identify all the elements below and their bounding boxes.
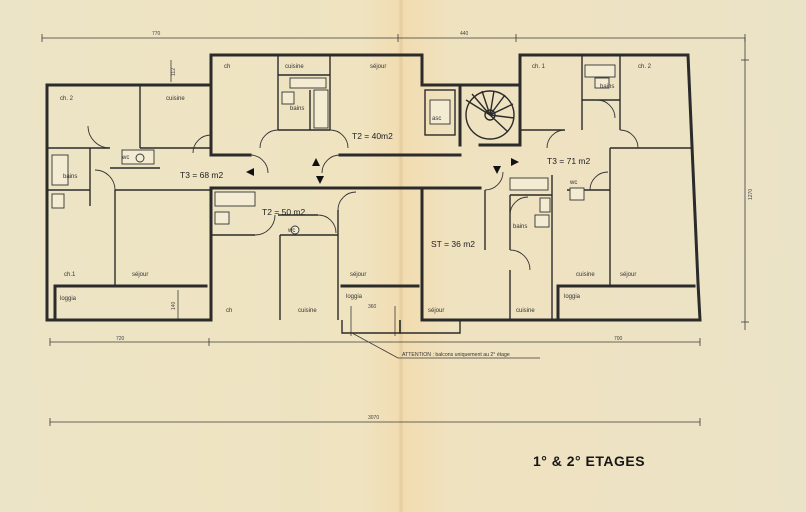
room-bains-top: bains [290,106,304,112]
entry-arrow-studio [493,166,501,174]
apartment-labels: T3 = 68 m2 T2 = 40m2 T2 = 50 m2 ST = 36 … [180,131,591,249]
room-wc-mid: wc [287,228,295,234]
room-ch1-right: ch. 1 [532,64,546,70]
room-ch2-left: ch. 2 [60,96,74,102]
apt-t3-right: T3 = 71 m2 [547,156,591,166]
entry-arrow-t2-mid [316,176,324,184]
room-cuisine-left: cuisine [166,96,185,102]
dim-side-left: 112 [171,68,177,76]
room-ch2-right: ch. 2 [638,64,652,70]
dim-loggia-depth: 140 [171,301,177,310]
room-ch-top: ch [224,64,230,70]
room-wc-left: wc [121,155,129,161]
outer-walls [45,53,702,334]
dim-overall: 3070 [368,415,379,421]
room-sejour-mid: séjour [350,272,366,278]
room-sejour-top: séjour [370,64,386,70]
dim-bottom-left: 720 [116,336,125,342]
dim-bottom-right: 700 [614,336,623,342]
room-sejour-st: séjour [428,308,444,314]
apt-studio: ST = 36 m2 [431,239,475,249]
dimension-lines [41,34,749,426]
apt-t2-top: T2 = 40m2 [352,131,393,141]
apt-t2-mid: T2 = 50 m2 [262,207,306,217]
room-cuisine-right: cuisine [576,272,595,278]
apt-t3-left: T3 = 68 m2 [180,170,224,180]
room-loggia-mid: loggia [346,294,363,300]
room-cuisine-st: cuisine [516,308,535,314]
room-bains-st: bains [513,224,527,230]
dim-balcony: 360 [368,304,377,310]
room-asc: asc [432,116,441,122]
room-sejour-left: séjour [132,272,148,278]
room-loggia-right: loggia [564,294,581,300]
paper-fold [398,0,404,512]
room-cuisine-mid: cuisine [298,308,317,314]
note-text: ATTENTION : balcons uniquement au 2° éta… [402,352,510,358]
entry-arrow-right [511,158,519,166]
balcony-note: ATTENTION : balcons uniquement au 2° éta… [351,332,540,359]
room-bains-left: bains [63,174,77,180]
door-swings [87,99,639,271]
room-ch-mid: ch [226,308,232,314]
room-bains-right: bains [600,84,614,90]
dimension-labels: 770 440 112 1270 140 360 720 700 3070 [116,31,754,421]
page-title: 1° & 2° ETAGES [533,453,646,469]
dim-side-right: 1270 [748,189,754,200]
room-ch1-left: ch.1 [64,272,76,278]
room-loggia-left: loggia [60,296,77,302]
room-sejour-right: séjour [620,272,636,278]
room-cuisine-top: cuisine [285,64,304,70]
fixtures [51,64,616,235]
entry-arrow-t2-top [312,158,320,166]
entry-arrows [246,158,519,184]
dim-top-right: 440 [460,31,469,37]
room-wc-right: wc [569,180,577,186]
room-labels: ch. 2 cuisine bains wc ch.1 séjour loggi… [60,64,652,314]
entry-arrow-left [246,168,254,176]
dim-top-left: 770 [152,31,161,37]
